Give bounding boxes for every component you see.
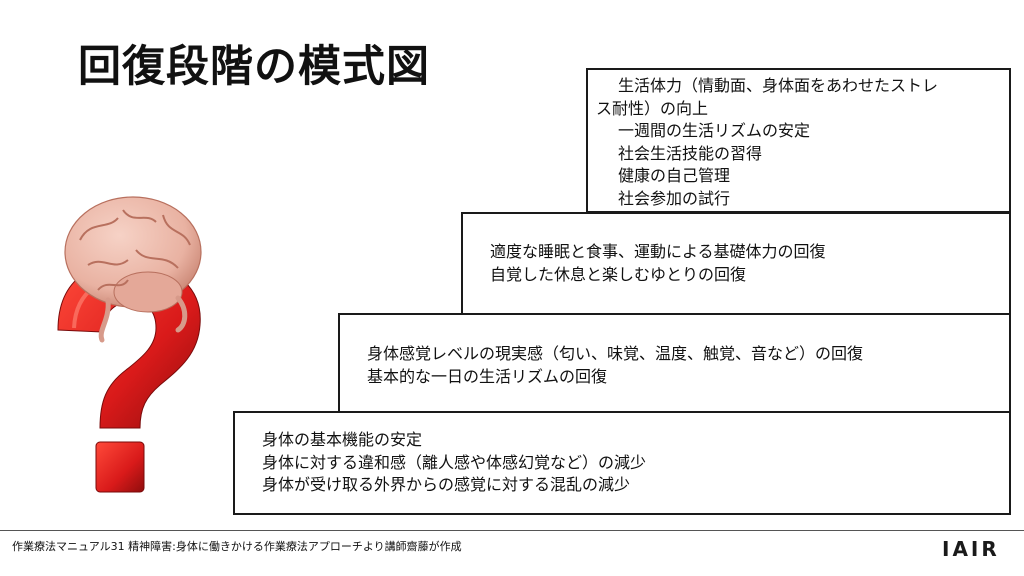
step-line: 社会参加の試行	[618, 188, 731, 208]
slide-title: 回復段階の模式図	[78, 42, 430, 92]
iair-logo: IAIR	[942, 537, 1000, 561]
recovery-step-3: 適度な睡眠と食事、運動による基礎体力の回復 自覚した休息と楽しむゆとりの回復	[461, 212, 1011, 315]
step-line: 健康の自己管理	[618, 166, 731, 186]
recovery-step-1: 身体の基本機能の安定 身体に対する違和感（離人感や体感幻覚など）の減少 身体が受…	[233, 411, 1011, 515]
recovery-step-4: 生活体力（情動面、身体面をあわせたストレ ス耐性）の向上 一週間の生活リズムの安…	[586, 68, 1011, 213]
footer-divider	[0, 530, 1024, 531]
step-line: 自覚した休息と楽しむゆとりの回復	[490, 264, 747, 284]
step-line: ス耐性）の向上	[596, 98, 709, 118]
footer-source: 作業療法マニュアル31 精神障害:身体に働きかける作業療法アプローチより講師齋藤…	[12, 540, 462, 553]
step-line: 身体の基本機能の安定	[262, 430, 423, 449]
brain-on-question-mark-icon	[57, 196, 202, 493]
step-line: 身体感覚レベルの現実感（匂い、味覚、温度、触覚、音など）の回復	[367, 344, 864, 363]
step-line: 生活体力（情動面、身体面をあわせたストレ	[618, 76, 939, 95]
step-line: 基本的な一日の生活リズムの回復	[367, 366, 608, 386]
recovery-step-2: 身体感覚レベルの現実感（匂い、味覚、温度、触覚、音など）の回復 基本的な一日の生…	[338, 313, 1011, 413]
step-line: 身体が受け取る外界からの感覚に対する混乱の減少	[262, 475, 631, 495]
step-line: 一週間の生活リズムの安定	[618, 121, 811, 141]
step-line: 社会生活技能の習得	[618, 143, 763, 163]
step-line: 適度な睡眠と食事、運動による基礎体力の回復	[490, 242, 826, 261]
step-line: 身体に対する違和感（離人感や体感幻覚など）の減少	[262, 452, 647, 472]
